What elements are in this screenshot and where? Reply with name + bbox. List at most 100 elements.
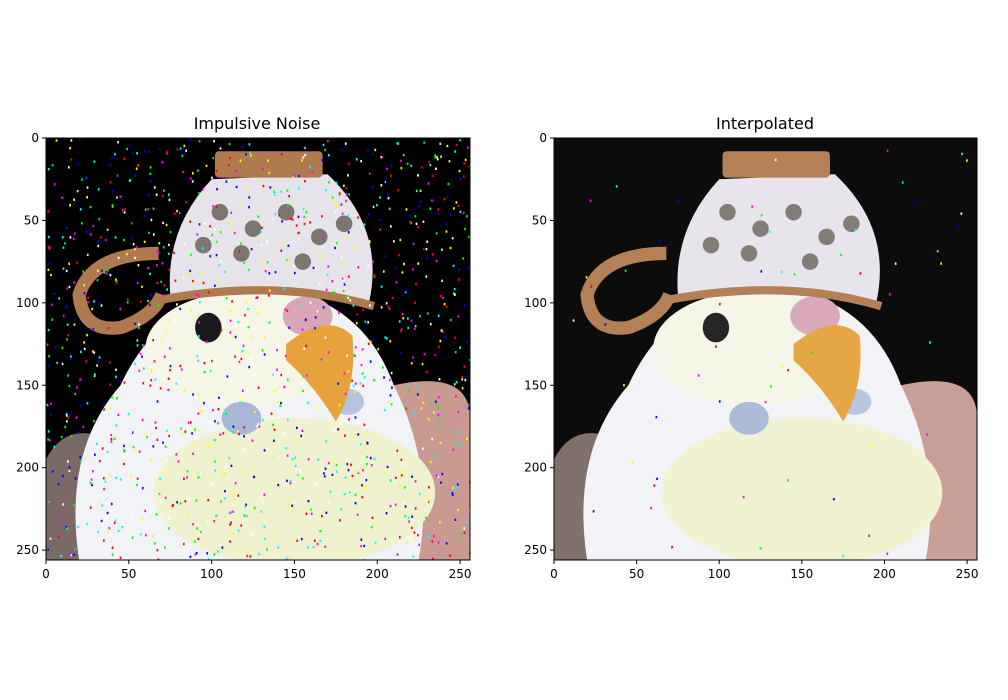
noise-pixel [161,262,164,265]
noise-pixel [280,401,282,405]
noise-pixel [225,296,228,300]
noise-pixel [360,538,363,541]
noise-pixel [219,259,222,263]
noise-pixel [369,360,372,363]
noise-pixel [106,269,109,272]
noise-pixel [245,153,247,156]
noise-pixel [234,498,236,501]
noise-pixel [341,262,344,266]
noise-pixel [91,483,93,487]
noise-pixel [422,220,425,223]
noise-pixel [162,441,164,444]
noise-pixel [248,268,250,272]
noise-pixel [167,252,170,256]
noise-pixel [173,212,176,215]
noise-pixel [57,483,60,486]
noise-pixel [197,412,200,415]
noise-pixel [434,400,437,403]
noise-pixel [936,250,939,253]
noise-pixel [242,469,245,472]
noise-pixel [274,531,277,534]
noise-pixel [83,284,86,287]
noise-pixel [48,355,50,358]
noise-pixel [224,270,227,274]
noise-pixel [262,167,264,171]
noise-pixel [379,218,381,222]
noise-pixel [317,458,319,461]
noise-pixel [47,438,49,441]
x-tick-label: 200 [366,567,389,581]
noise-pixel [434,156,437,159]
noise-pixel [270,412,273,415]
noise-pixel [452,448,455,451]
noise-pixel [363,376,366,379]
noise-pixel [149,180,151,183]
noise-pixel [185,513,188,516]
noise-pixel [180,368,183,371]
noise-pixel [73,198,75,201]
cere [790,296,840,336]
noise-pixel [310,512,313,516]
flower [311,228,328,246]
noise-pixel [441,472,444,476]
noise-pixel [417,262,420,265]
noise-pixel [406,542,408,545]
noise-pixel [135,483,138,487]
noise-pixel [89,481,92,485]
noise-pixel [389,225,392,228]
noise-pixel [897,537,899,541]
noise-pixel [415,532,418,535]
noise-pixel [47,328,50,332]
noise-pixel [372,260,374,263]
noise-pixel [332,290,335,294]
noise-pixel [109,383,111,386]
noise-pixel [50,273,52,277]
noise-pixel [294,456,297,459]
noise-pixel [235,169,237,173]
noise-pixel [126,301,129,304]
noise-pixel [677,200,679,203]
noise-pixel [780,365,783,369]
noise-pixel [171,504,174,508]
noise-pixel [366,462,368,466]
noise-pixel [302,207,305,211]
noise-pixel [319,539,322,542]
noise-pixel [73,504,75,507]
noise-pixel [143,150,146,153]
noise-pixel [426,257,428,260]
noise-pixel [440,481,442,484]
noise-pixel [47,245,50,248]
noise-pixel [410,526,413,530]
noise-pixel [427,182,430,185]
noise-pixel [192,279,194,283]
noise-pixel [77,525,79,529]
noise-pixel [47,548,50,551]
noise-pixel [414,215,417,218]
noise-pixel [241,350,244,353]
noise-pixel [224,413,226,417]
noise-pixel [168,268,171,271]
noise-pixel [87,484,89,487]
noise-pixel [274,212,277,216]
noise-pixel [458,169,461,173]
noise-pixel [114,519,117,522]
noise-pixel [283,287,286,290]
noise-pixel [451,493,454,496]
noise-pixel [402,293,404,297]
noise-pixel [113,437,116,440]
noise-pixel [429,322,432,326]
noise-pixel [103,271,106,274]
noise-pixel [356,513,359,516]
noise-pixel [334,246,336,250]
noise-pixel [102,476,105,480]
noise-pixel [247,550,249,554]
noise-pixel [153,360,156,363]
noise-pixel [68,469,71,473]
noise-pixel [383,471,386,475]
noise-pixel [184,430,187,433]
noise-pixel [400,474,403,477]
noise-pixel [426,312,429,315]
noise-pixel [156,438,159,442]
noise-pixel [465,521,467,524]
